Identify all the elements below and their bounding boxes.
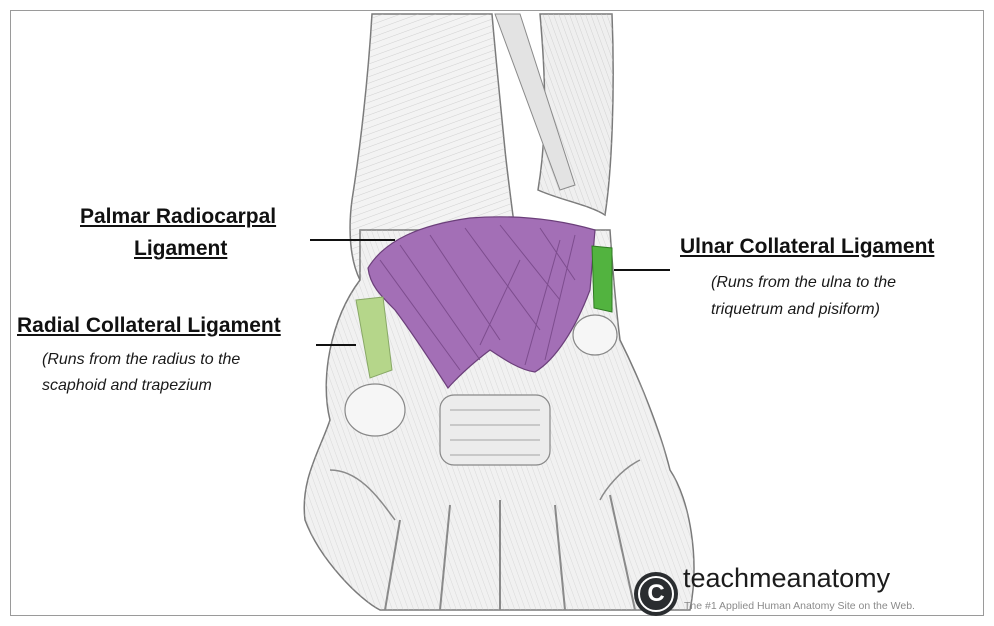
radial-collateral-note-line2: scaphoid and trapezium [42, 373, 212, 399]
ulnar-collateral-note-line1: (Runs from the ulna to the [711, 270, 896, 296]
brand-name: teachmeanatomy [683, 563, 890, 594]
radial-collateral-note-line1: (Runs from the radius to the [42, 347, 240, 373]
ulnar-collateral-note-line2: triquetrum and pisiform) [711, 297, 880, 323]
ulnar-collateral-label: Ulnar Collateral Ligament [680, 233, 934, 261]
radial-collateral-label: Radial Collateral Ligament [17, 312, 281, 340]
palmar-radiocarpal-label-line1: Palmar Radiocarpal [80, 203, 276, 231]
brand-tagline: The #1 Applied Human Anatomy Site on the… [684, 600, 915, 612]
ulnar-collateral-ligament [592, 246, 612, 312]
ulna-bone [495, 14, 613, 215]
radial-leader-line [316, 344, 356, 346]
palmar-leader-line [310, 239, 395, 241]
palmar-radiocarpal-label-line2: Ligament [134, 235, 227, 263]
copyright-symbol-letter: C [646, 578, 666, 610]
ulnar-leader-line [614, 269, 670, 271]
